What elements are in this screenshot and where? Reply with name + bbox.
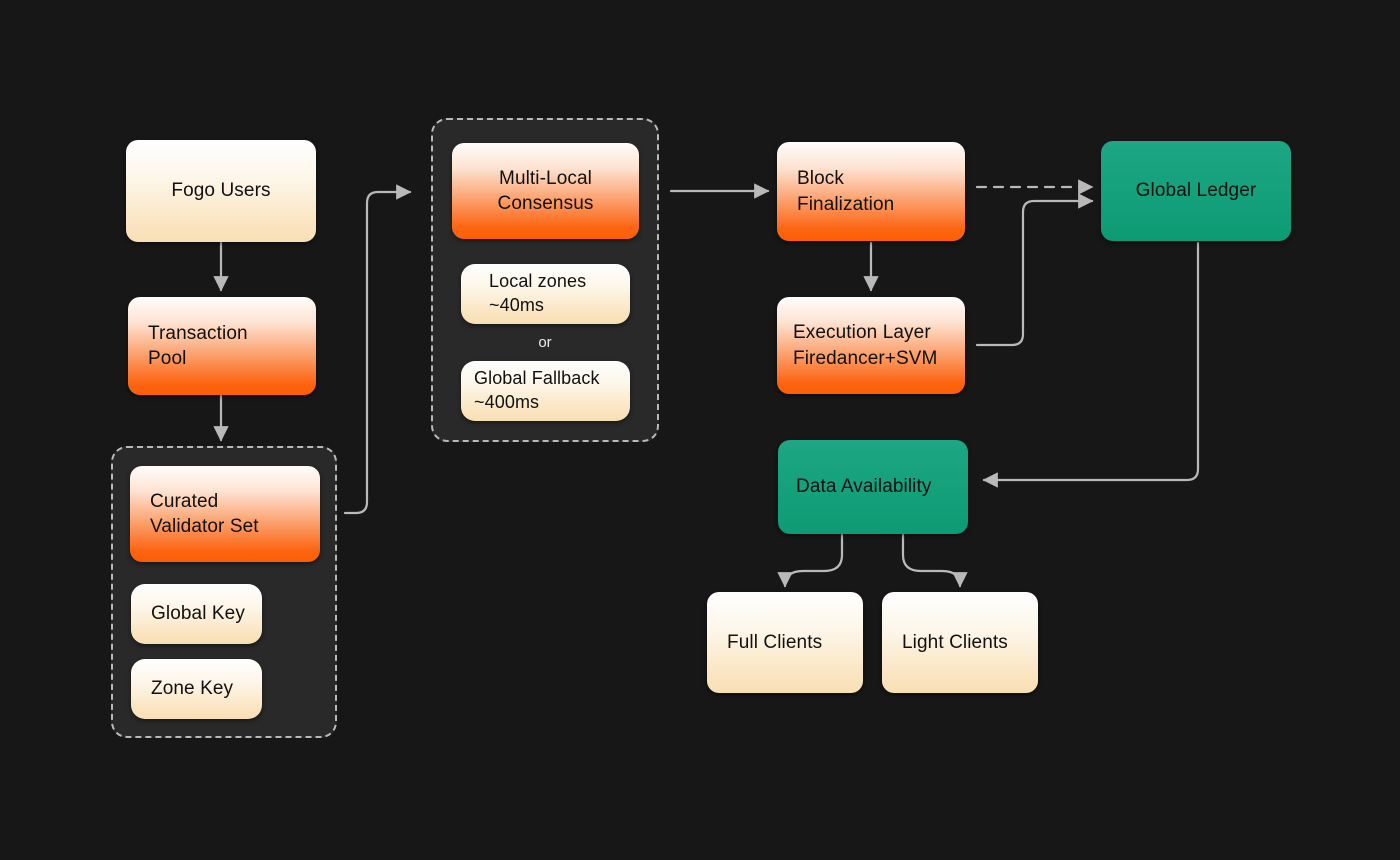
node-fogo-users[interactable]: Fogo Users — [126, 140, 316, 242]
node-execution-layer-label: Execution Layer Firedancer+SVM — [793, 322, 938, 369]
node-global-key[interactable]: Global Key — [131, 584, 262, 644]
node-light-clients-label: Light Clients — [902, 631, 1008, 653]
node-global-ledger[interactable]: Global Ledger — [1101, 141, 1291, 241]
connector-label-or: or — [538, 334, 552, 351]
node-local-zones[interactable]: Local zones ~40ms — [461, 264, 630, 324]
node-block-finalization-label: Block Finalization — [797, 168, 895, 215]
node-data-availability-label: Data Availability — [796, 476, 932, 498]
node-global-fallback-label: Global Fallback ~400ms — [474, 368, 600, 412]
node-data-availability[interactable]: Data Availability — [778, 440, 968, 534]
edge-data-availability-to-full-clients — [777, 533, 844, 588]
node-global-ledger-label: Global Ledger — [1135, 180, 1257, 202]
edge-execution-layer-to-global-ledger — [975, 193, 1094, 347]
edge-global-ledger-to-data-availability — [982, 241, 1200, 488]
node-global-fallback[interactable]: Global Fallback ~400ms — [461, 361, 630, 421]
node-zone-key-label: Zone Key — [151, 678, 234, 700]
node-local-zones-label: Local zones ~40ms — [489, 271, 587, 315]
edge-data-availability-to-light-clients — [901, 533, 968, 588]
node-zone-key[interactable]: Zone Key — [131, 659, 262, 719]
node-multi-local-consensus[interactable]: Multi-Local Consensus — [452, 143, 639, 239]
node-light-clients[interactable]: Light Clients — [882, 592, 1038, 693]
node-transaction-pool[interactable]: Transaction Pool — [128, 297, 316, 395]
node-curated-validator-set[interactable]: Curated Validator Set — [130, 466, 320, 562]
node-full-clients-label: Full Clients — [727, 631, 823, 653]
node-block-finalization[interactable]: Block Finalization — [777, 142, 965, 241]
node-fogo-users-label: Fogo Users — [171, 180, 271, 202]
node-full-clients[interactable]: Full Clients — [707, 592, 863, 693]
node-transaction-pool-label: Transaction Pool — [148, 322, 248, 369]
node-global-key-label: Global Key — [151, 603, 245, 625]
edge-validator-set-to-consensus — [343, 184, 412, 515]
node-execution-layer[interactable]: Execution Layer Firedancer+SVM — [777, 297, 965, 394]
node-curated-validator-set-label: Curated Validator Set — [150, 490, 259, 537]
node-multi-local-consensus-label: Multi-Local Consensus — [497, 167, 594, 214]
